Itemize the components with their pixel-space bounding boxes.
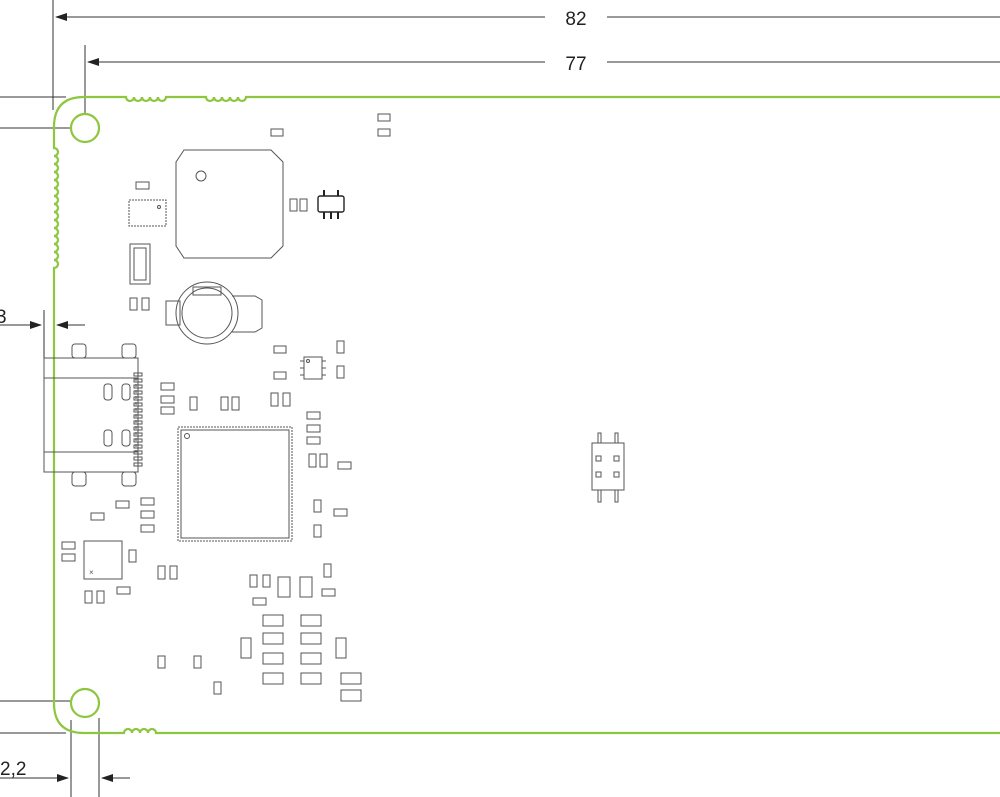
dimension-hole-spacing: [84, 45, 1000, 115]
dimension-left-offset: [0, 310, 85, 358]
dimension-hole-offset: [0, 718, 130, 797]
usb-c-connector: [43, 343, 143, 487]
dimension-77-label: 77: [565, 54, 586, 75]
board-outline: [52, 95, 1000, 735]
mounting-hole-top: [69, 112, 101, 144]
components: ×: [43, 113, 625, 702]
main-qfn-ic: [177, 426, 293, 542]
dimension-3-label: 3: [0, 307, 7, 328]
svg-text:×: ×: [89, 568, 94, 577]
dimension-overall-width: [52, 0, 1000, 110]
dimension-2-2-label: 2,2: [0, 759, 26, 780]
pin-header-2x2: [591, 432, 625, 503]
coin-cell-holder: [165, 281, 263, 345]
dimension-82-label: 82: [565, 9, 586, 30]
left-reference-lines: [0, 96, 70, 734]
mounting-hole-bottom: [69, 687, 101, 719]
inductor-package: [175, 149, 284, 259]
